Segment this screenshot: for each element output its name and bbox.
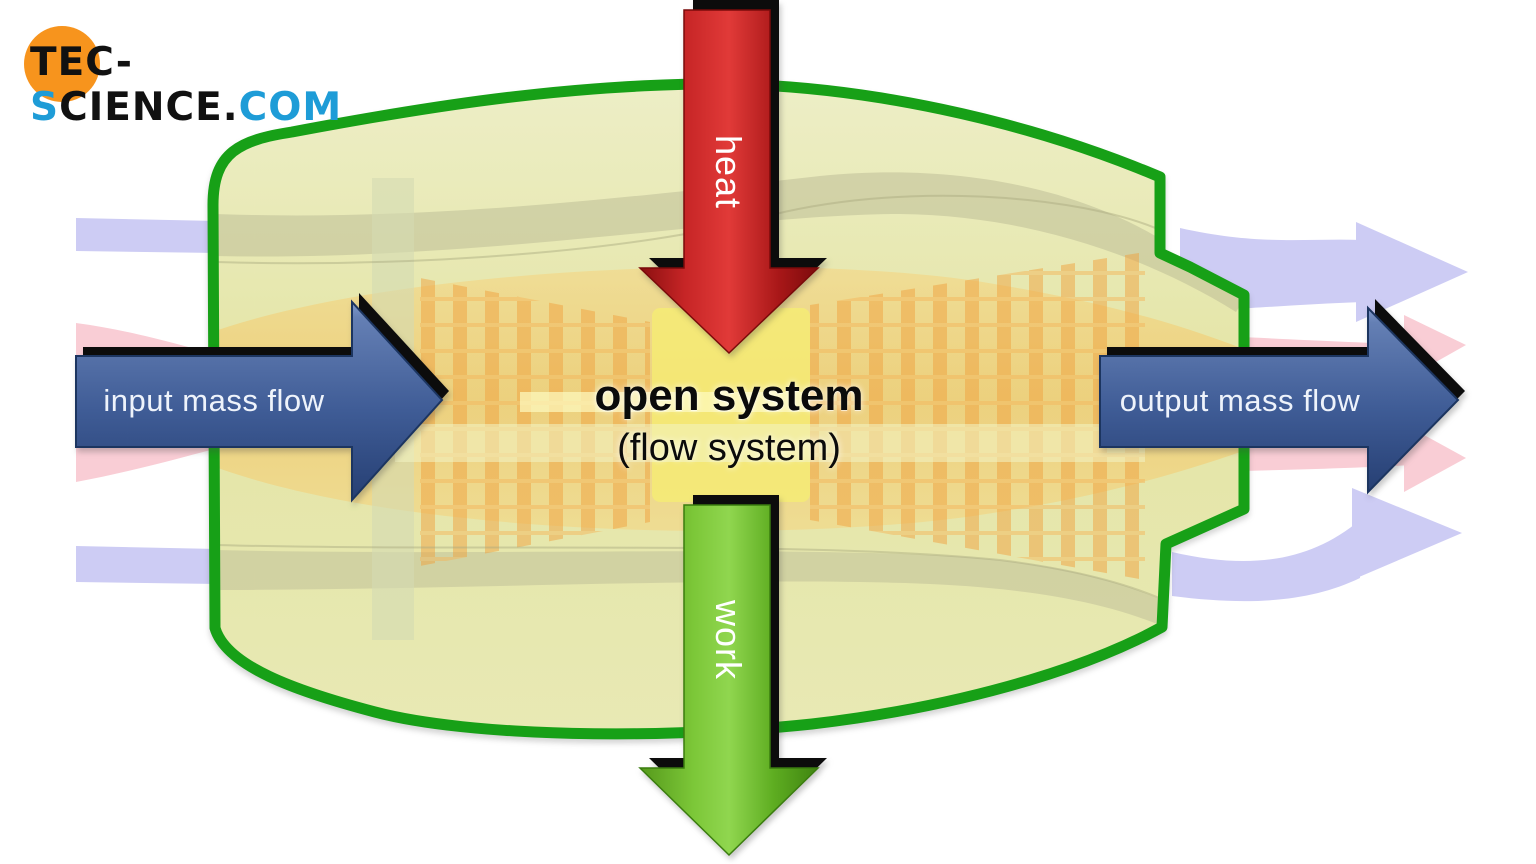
work-arrow	[638, 495, 827, 857]
bypass-arrowhead-bottom-icon	[1352, 488, 1462, 580]
work-arrow-body	[638, 504, 820, 857]
engine-lower-duct-band	[214, 550, 1166, 626]
input-mass-flow-label: input mass flow	[103, 383, 325, 418]
input-mass-flow-arrow	[75, 293, 449, 503]
engine-turbine-blades	[810, 252, 1145, 580]
engine-upper-duct-band	[214, 172, 1244, 312]
logo-part-black-2: CIENCE	[59, 85, 223, 130]
work-label: work	[708, 599, 749, 680]
bypass-flow-outlet-bottom	[1172, 488, 1462, 602]
bypass-flow-inlet-top	[76, 218, 218, 253]
system-interior	[207, 78, 1250, 740]
engine-shaft	[395, 424, 1145, 462]
system-subtitle: (flow system)	[617, 427, 841, 469]
system-title: open system	[594, 371, 864, 420]
logo-part-blue-tld: COM	[238, 85, 343, 130]
site-logo: TEC-SCIENCE.COM	[0, 0, 420, 130]
logo-text: TEC-SCIENCE.COM	[30, 40, 420, 130]
output-arrow-body	[1099, 305, 1460, 495]
input-arrow-body	[75, 299, 444, 503]
heat-arrow-body	[638, 9, 820, 355]
output-mass-flow-label: output mass flow	[1119, 383, 1361, 418]
logo-circle-icon	[24, 26, 100, 102]
system-boundary-line	[207, 78, 1250, 740]
exhaust-arrowhead-bottom-icon	[1404, 424, 1466, 492]
bypass-arrowhead-top-icon	[1356, 222, 1468, 322]
engine-combustor-glow	[520, 392, 810, 412]
bypass-flow-inlet-bottom	[76, 546, 218, 584]
logo-part-blue-s: S	[30, 85, 60, 130]
engine-compressor-blades	[420, 278, 650, 566]
logo-part-black-1: TEC-	[30, 40, 133, 85]
engine-contour-bottom	[215, 544, 1165, 601]
output-mass-flow-arrow	[1099, 299, 1465, 495]
heat-arrow	[638, 0, 827, 355]
heat-label: heat	[708, 134, 749, 210]
logo-part-dot: .	[222, 85, 239, 130]
